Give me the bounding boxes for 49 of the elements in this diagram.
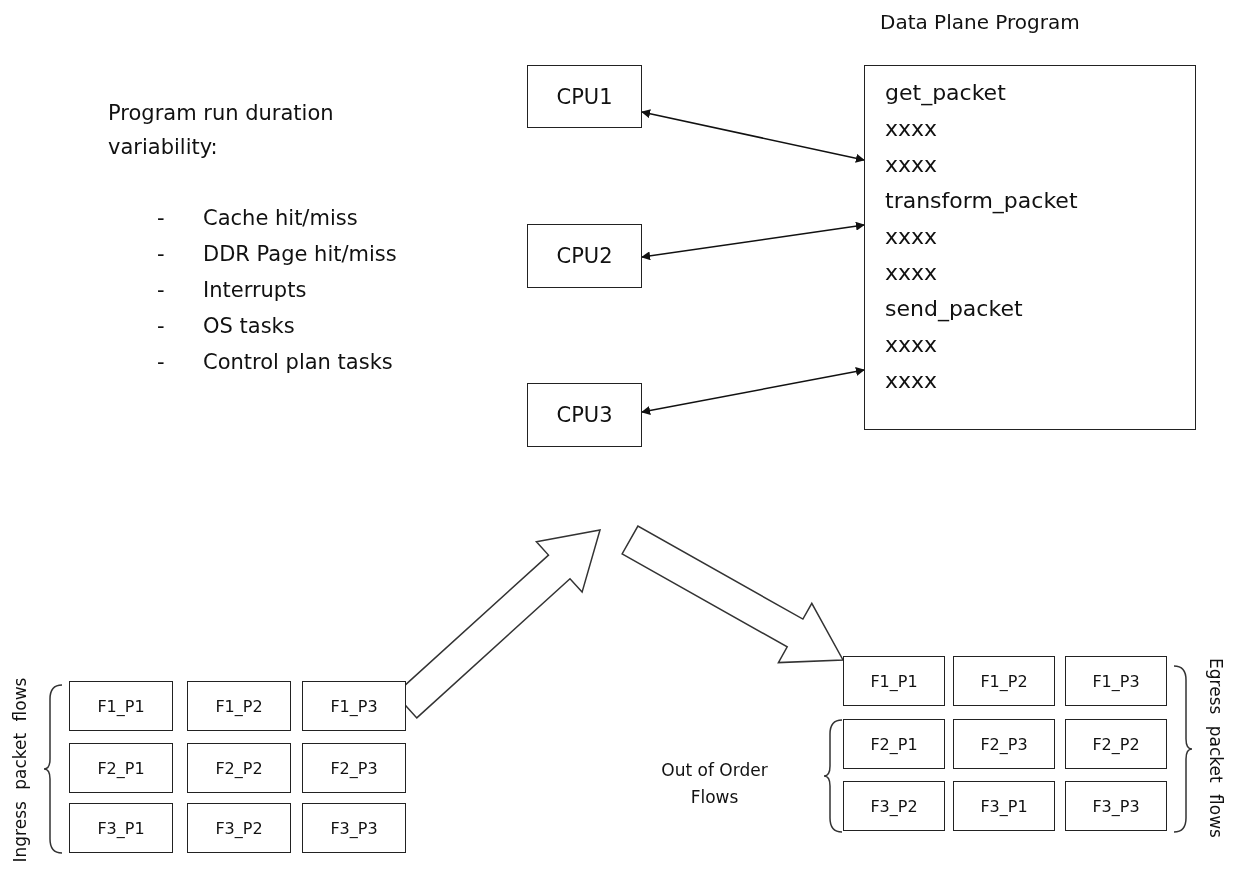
packet-box: F2_P3 [953,719,1055,769]
heading-text: Program run duration variability: [108,100,335,161]
bullet-dash: - [157,349,165,376]
packet-box: F1_P3 [1065,656,1167,706]
list-item: Control plan tasks [203,349,393,376]
packet-box: F2_P1 [843,719,945,769]
program-heading: Data Plane Program [880,9,1080,36]
packet-box: F3_P2 [187,803,291,853]
packet-box: F2_P2 [187,743,291,793]
packet-box: F3_P1 [69,803,173,853]
note-text: Out of Order Flows [660,759,769,809]
list-item: DDR Page hit/miss [203,241,397,268]
axis-text: Egress packet flows [1206,658,1226,838]
code-line: transform_packet [885,187,1078,216]
bullet-dash: - [157,277,165,304]
packet-box: F1_P1 [69,681,173,731]
packet-box: F2_P3 [302,743,406,793]
packet-box: F3_P3 [1065,781,1167,831]
block-arrow [621,525,845,664]
packet-box: F1_P2 [187,681,291,731]
packet-box: F3_P3 [302,803,406,853]
packet-box: F2_P1 [69,743,173,793]
list-item: OS tasks [203,313,295,340]
double-arrow [641,367,865,415]
packet-box: F2_P2 [1065,719,1167,769]
list-item: Cache hit/miss [203,205,358,232]
cpu-box: CPU3 [527,383,642,447]
code-line: xxxx [885,259,938,287]
bullet-dash: - [157,205,165,232]
packet-box: F1_P3 [302,681,406,731]
bullet-dash: - [157,313,165,340]
code-line: get_packet [885,79,1006,108]
bullet-dash: - [157,241,165,268]
code-line: send_packet [885,295,1023,324]
code-line: xxxx [885,367,938,395]
code-line: xxxx [885,223,938,251]
double-arrow [641,109,865,163]
cpu-box: CPU2 [527,224,642,288]
code-line: xxxx [885,151,938,179]
code-line: xxxx [885,115,938,143]
list-item: Interrupts [203,277,307,304]
packet-box: F1_P1 [843,656,945,706]
code-line: xxxx [885,331,938,359]
packet-box: F3_P1 [953,781,1055,831]
packet-box: F1_P2 [953,656,1055,706]
axis-text: Ingress packet flows [10,677,30,863]
packet-box: F3_P2 [843,781,945,831]
cpu-box: CPU1 [527,65,642,128]
double-arrow [641,221,865,261]
